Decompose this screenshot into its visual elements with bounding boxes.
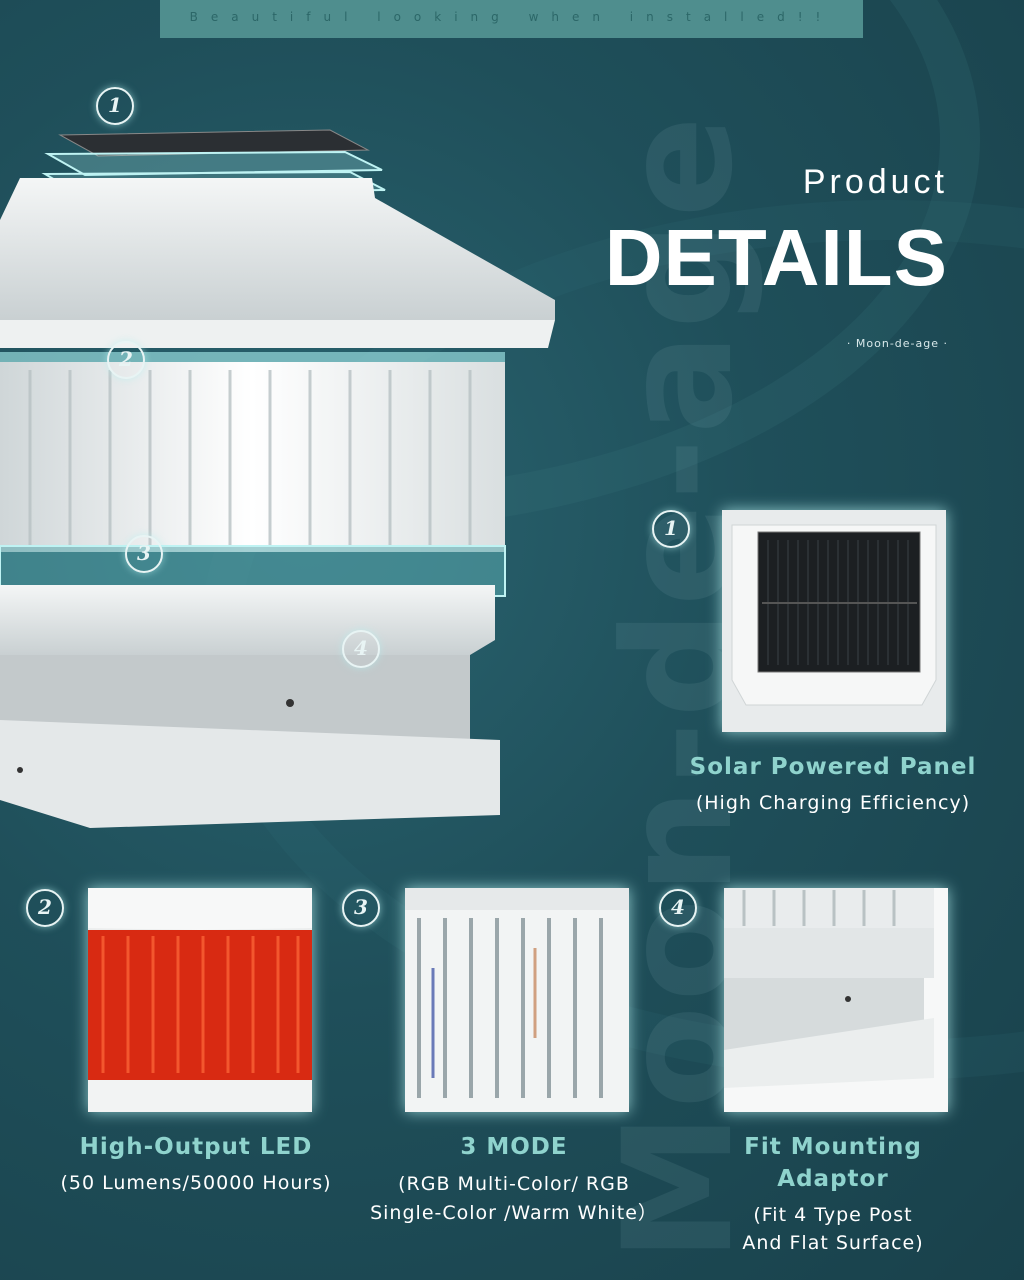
feature-2-subtitle: (50 Lumens/50000 Hours) (60, 1172, 332, 1194)
callout-4: 4 (342, 630, 380, 668)
banner-text: Beautiful looking when installed!! (189, 10, 834, 24)
adaptor-image (724, 888, 948, 1112)
top-banner: Beautiful looking when installed!! (160, 0, 863, 38)
led-red-image (88, 888, 312, 1112)
solar-panel-photo (722, 510, 946, 732)
glow-ring (0, 352, 505, 362)
led-photo (88, 888, 312, 1112)
brand-name: · Moon-de-age · (846, 337, 948, 350)
adaptor-photo (724, 888, 948, 1112)
callout-3: 3 (125, 535, 163, 573)
feature-2-number: 2 (26, 889, 64, 927)
feature-1-title: Solar Powered Panel (689, 754, 977, 780)
callout-1: 1 (96, 87, 134, 125)
mode-photo (405, 888, 629, 1112)
feature-1-subtitle: (High Charging Efficiency) (695, 792, 971, 814)
solar-panel-layer (58, 129, 370, 157)
feature-1-number: 1 (652, 510, 690, 548)
lens-clear-image (405, 888, 629, 1112)
glow-layer (44, 150, 383, 177)
feature-4-number: 4 (659, 889, 697, 927)
feature-4-subtitle-line1: (Fit 4 Type Post (753, 1204, 913, 1226)
cap-roof (0, 178, 555, 320)
callout-2: 2 (107, 341, 145, 379)
cap-base (0, 585, 495, 655)
title-details: DETAILS (604, 213, 948, 302)
feature-4-title-line1: Fit Mounting (744, 1134, 922, 1160)
title-product: Product (802, 163, 948, 201)
feature-3-subtitle-line2: Single-Color /Warm White） (370, 1202, 658, 1224)
feature-2-title: High-Output LED (79, 1134, 313, 1160)
feature-3-number: 3 (342, 889, 380, 927)
led-lens (0, 362, 505, 552)
feature-4-subtitle-line2: And Flat Surface) (742, 1232, 924, 1254)
feature-4-title-line2: Adaptor (777, 1166, 889, 1192)
solar-panel-image (722, 510, 946, 732)
feature-3-subtitle-line1: (RGB Multi-Color/ RGB (398, 1173, 630, 1195)
post-cap-light-illustration (0, 129, 555, 828)
feature-3-title: 3 MODE (460, 1134, 568, 1160)
